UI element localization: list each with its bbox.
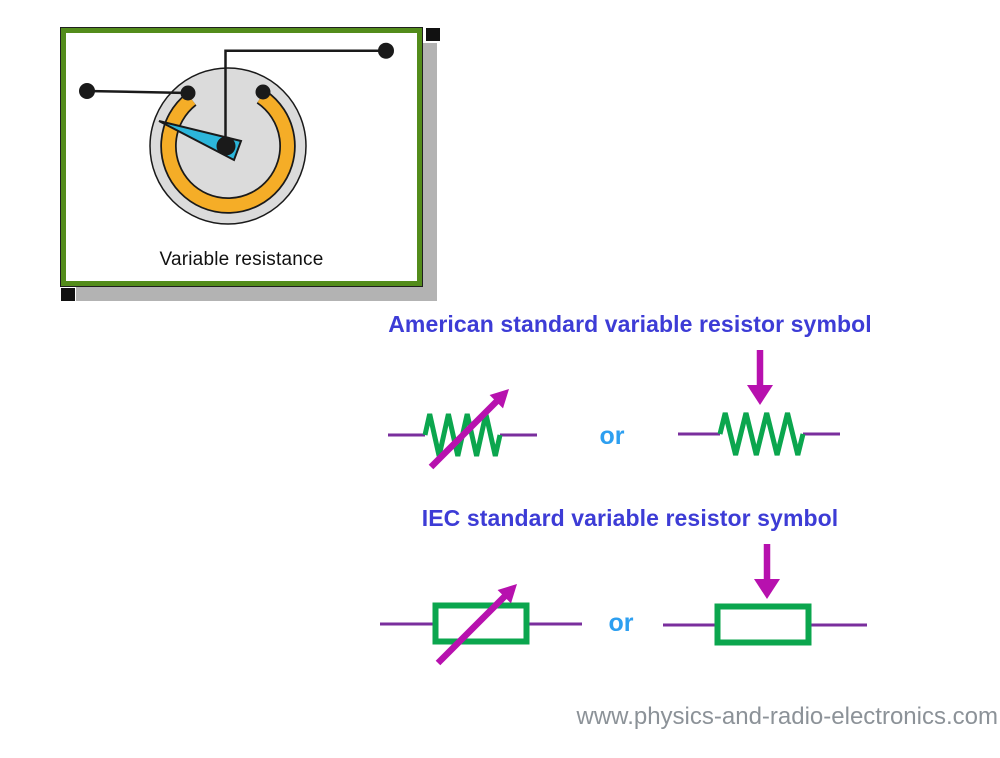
american-symbol-down-arrow [678, 350, 840, 456]
wiper-terminal-dot [378, 42, 394, 59]
wiper-arrow-head [747, 385, 773, 405]
resistor-box [432, 602, 530, 645]
shadow-corner-top-right [426, 28, 440, 41]
or-separator-american: or [599, 422, 625, 450]
iec-symbol-diagonal-arrow [380, 584, 582, 666]
track-end-dot-right [255, 84, 271, 100]
adjustment-arrow-head [489, 389, 509, 409]
left-terminal-dot [79, 83, 95, 99]
iec-symbols-row [380, 544, 867, 666]
iec-section-heading: IEC standard variable resistor symbol [421, 505, 839, 531]
wiper-center-dot [216, 136, 236, 156]
track-end-dot-left [180, 85, 196, 101]
resistor-box [714, 603, 812, 646]
american-section-heading: American standard variable resistor symb… [388, 311, 872, 337]
potentiometer-illustration [79, 42, 394, 225]
adjustment-arrow-shaft [428, 395, 503, 470]
variable-resistance-card: Variable resistance [60, 27, 423, 287]
resistor-zigzag [717, 412, 806, 456]
website-watermark: www.physics-and-radio-electronics.com [576, 703, 998, 730]
iec-symbol-down-arrow [663, 544, 867, 646]
shadow-corner-bottom-left [61, 288, 75, 301]
wiper-terminal-wire [224, 49, 386, 145]
adjustment-arrow-shaft [435, 590, 511, 666]
wiper-arrow-head [754, 579, 780, 599]
potentiometer-caption: Variable resistance [159, 249, 324, 270]
left-terminal-wire [86, 89, 189, 95]
american-symbol-diagonal-arrow [388, 389, 537, 470]
american-symbols-row [388, 350, 840, 470]
or-separator-iec: or [608, 609, 634, 637]
adjustment-arrow-head [497, 584, 517, 604]
resistive-track-arc [162, 91, 294, 212]
